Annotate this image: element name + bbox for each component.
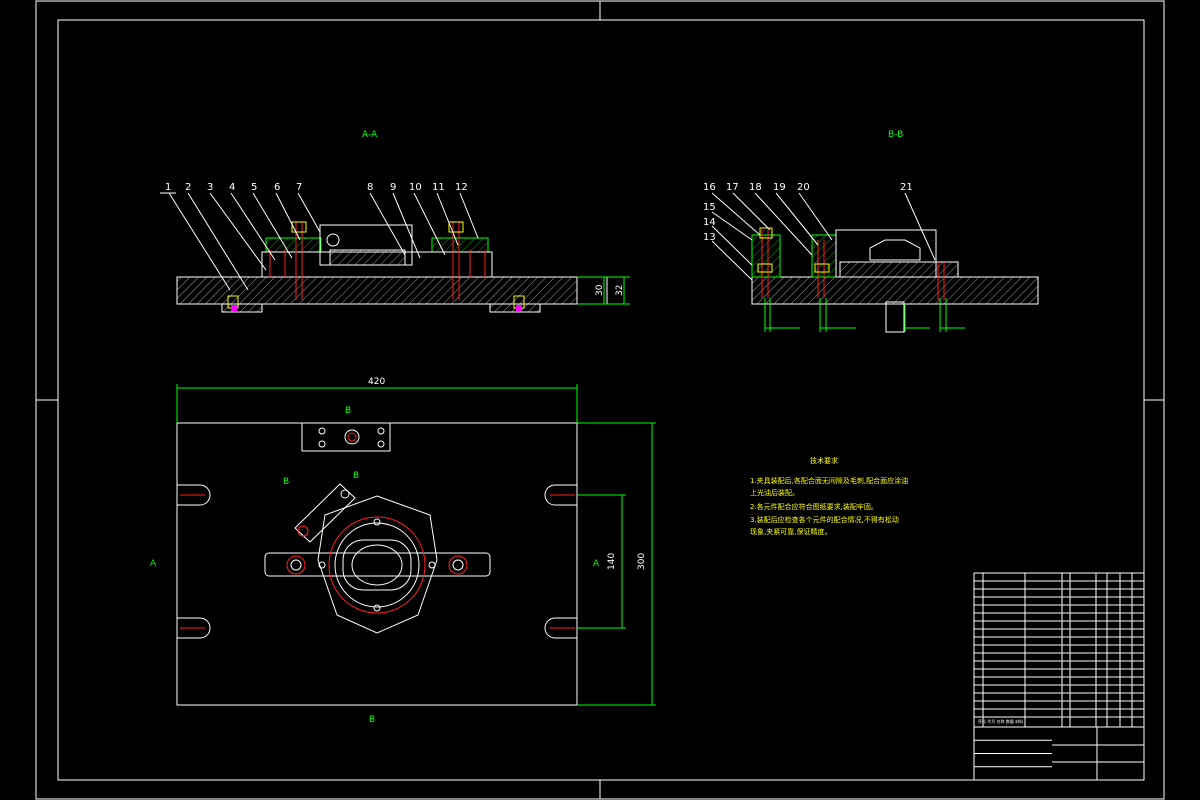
title-block: 序号 代号 名称 数量 材料 bbox=[973, 572, 1145, 781]
section-title-bb: B-B bbox=[888, 130, 903, 140]
bb-part-15: 15 bbox=[703, 202, 716, 213]
aa-part-12: 12 bbox=[455, 182, 468, 193]
notes-heading: 技术要求 bbox=[810, 456, 838, 465]
aa-part-3: 3 bbox=[207, 182, 213, 193]
note-line-4: 3.装配后应检查各个元件的配合情况,不得有松动 bbox=[750, 515, 899, 524]
aa-part-2: 2 bbox=[185, 182, 191, 193]
aa-part-5: 5 bbox=[251, 182, 257, 193]
svg-text:A: A bbox=[150, 559, 157, 569]
aa-dim-30: 30 bbox=[595, 284, 605, 296]
outer-frame bbox=[35, 0, 1165, 800]
section-b-b: B-B 16 17 bbox=[703, 130, 1039, 333]
inner-frame bbox=[57, 19, 1145, 781]
plan-view: B B A A B B 420 300 140 bbox=[150, 377, 656, 725]
aa-part-9: 9 bbox=[390, 182, 396, 193]
aa-part-4: 4 bbox=[229, 182, 235, 193]
note-line-5: 现象,夹紧可靠,保证精度。 bbox=[750, 527, 831, 536]
bb-part-16: 16 bbox=[703, 182, 716, 193]
aa-part-10: 10 bbox=[409, 182, 422, 193]
note-line-1: 1.夹具装配后,各配合面无间隙及毛刺,配合面应涂油 bbox=[750, 476, 908, 485]
section-a-a: A-A bbox=[160, 130, 630, 313]
note-line-2: 上光油后装配。 bbox=[750, 488, 799, 497]
plan-base bbox=[176, 422, 578, 706]
svg-text:B: B bbox=[353, 471, 359, 481]
bb-part-19: 19 bbox=[773, 182, 786, 193]
aa-part-11: 11 bbox=[432, 182, 445, 193]
bb-part-17: 17 bbox=[726, 182, 739, 193]
plan-dim-300: 300 bbox=[637, 553, 647, 570]
svg-text:B: B bbox=[369, 715, 375, 725]
bb-part-18: 18 bbox=[749, 182, 762, 193]
aa-part-7: 7 bbox=[296, 182, 302, 193]
bb-part-20: 20 bbox=[797, 182, 810, 193]
section-title-aa: A-A bbox=[362, 130, 378, 140]
plan-dim-420: 420 bbox=[368, 377, 385, 387]
note-line-3: 2.各元件配合应符合图纸要求,装配牢固。 bbox=[750, 502, 878, 511]
aa-part-1: 1 bbox=[165, 182, 171, 193]
svg-text:B: B bbox=[283, 477, 289, 487]
technical-notes: 技术要求 1.夹具装配后,各配合面无间隙及毛刺,配合面应涂油 上光油后装配。 2… bbox=[750, 456, 908, 536]
aa-part-6: 6 bbox=[274, 182, 280, 193]
bb-part-14: 14 bbox=[703, 217, 716, 228]
aa-dim-32: 32 bbox=[615, 285, 625, 296]
view-markers: B B A A B B bbox=[150, 406, 600, 725]
bb-part-13: 13 bbox=[703, 232, 716, 243]
svg-text:B: B bbox=[345, 406, 351, 416]
svg-text:A: A bbox=[593, 559, 600, 569]
title-block-footer: 序号 代号 名称 数量 材料 bbox=[978, 718, 1023, 724]
plan-dim-140: 140 bbox=[607, 553, 617, 570]
aa-part-8: 8 bbox=[367, 182, 373, 193]
bb-part-21: 21 bbox=[900, 182, 913, 193]
aa-base-plate bbox=[176, 276, 578, 305]
